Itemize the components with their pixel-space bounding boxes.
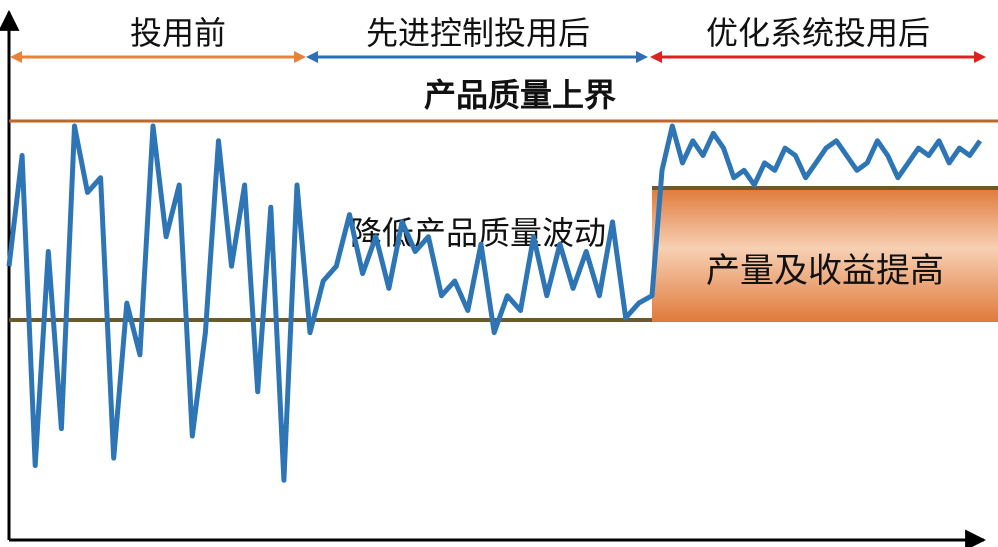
phase-arrow-apc (306, 51, 648, 63)
phase-label-optimization: 优化系统投用后 (706, 14, 930, 52)
phase-arrow-optimization (650, 51, 986, 63)
phase-label-apc: 先进控制投用后 (366, 14, 590, 52)
quality-trend-line (6, 123, 983, 483)
upper-limit-label: 产品质量上界 (424, 76, 616, 114)
phase-arrow-before (10, 51, 306, 63)
fluctuation-note: 降低产品质量波动 (350, 214, 606, 252)
phase-label-before: 投用前 (130, 14, 226, 52)
yield-box-label: 产量及收益提高 (706, 251, 944, 291)
yield-box (652, 188, 998, 322)
